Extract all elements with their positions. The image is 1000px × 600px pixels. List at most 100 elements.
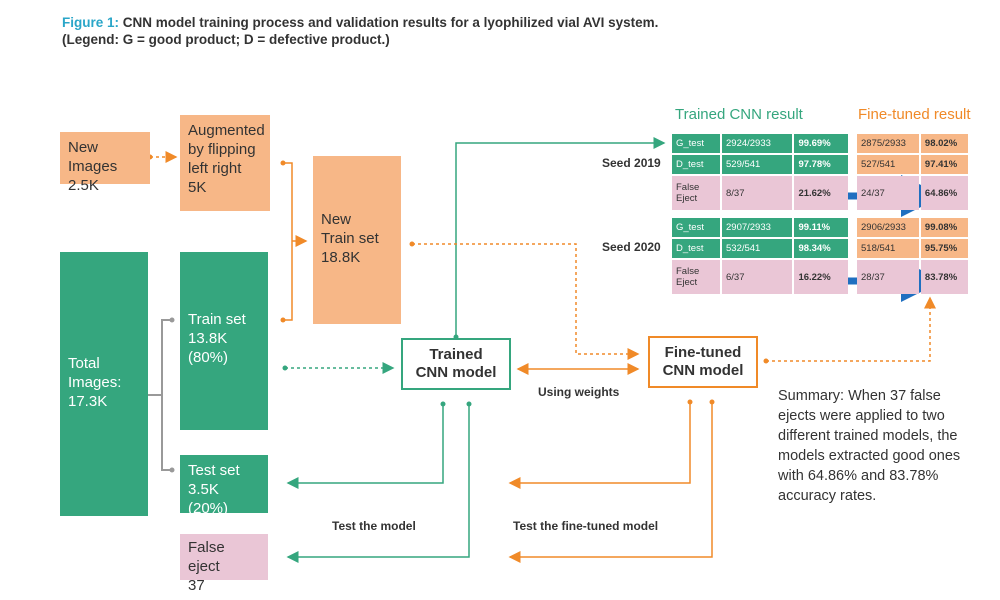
table-row: 518/541 95.75% xyxy=(857,239,968,258)
augmented-label-1: Augmented xyxy=(188,122,265,139)
new-train-count: 18.8K xyxy=(321,249,361,266)
arrow-finetuned-to-result xyxy=(766,296,936,362)
finetuned-model-label-2: CNN model xyxy=(662,362,744,379)
trained-cnn-model-box: Trained CNN model xyxy=(401,338,511,390)
augmented-box: Augmented by flipping left right 5K xyxy=(180,115,270,211)
using-weights-label: Using weights xyxy=(538,385,620,399)
total-count: 17.3K xyxy=(68,393,108,410)
false-eject-box: False eject 37 xyxy=(180,534,268,594)
table-cell: 527/541 xyxy=(857,155,919,174)
augmented-label-2: by flipping xyxy=(188,141,256,158)
arrow-trained-to-test xyxy=(286,404,444,489)
table-cell: 2907/2933 xyxy=(722,218,793,237)
figure-caption: Figure 1: CNN model training process and… xyxy=(62,14,658,48)
false-eject-label: False eject xyxy=(188,539,225,575)
table-cell: 532/541 xyxy=(722,239,793,258)
table-cell: G_test xyxy=(672,134,720,153)
table-cell: 99.08% xyxy=(920,218,968,237)
test-set-count: 3.5K (20%) xyxy=(188,481,229,517)
table-cell: 2906/2933 xyxy=(857,218,919,237)
test-set-label: Test set xyxy=(188,462,240,479)
table-cell: 24/37 xyxy=(857,176,919,210)
summary-text: Summary: When 37 false ejects were appli… xyxy=(778,388,961,504)
table-cell: 2924/2933 xyxy=(722,134,793,153)
table-cell: 64.86% xyxy=(920,176,968,210)
total-label-1: Total xyxy=(68,355,100,372)
table-cell: 21.62% xyxy=(794,176,848,210)
new-images-label: New Images xyxy=(68,139,118,175)
arrow-trained-to-false-eject xyxy=(286,404,470,563)
bracket-split xyxy=(161,319,172,471)
table-cell: 95.75% xyxy=(920,239,968,258)
train-set-percent: (80%) xyxy=(188,349,229,366)
trained-model-label-2: CNN model xyxy=(415,364,497,381)
caption-prefix: Figure 1: xyxy=(62,15,120,30)
bracket-merge xyxy=(283,162,293,321)
train-set-label: Train set xyxy=(188,311,246,328)
caption-line-2: (Legend: G = good product; D = defective… xyxy=(62,32,390,47)
table-row: 24/37 64.86% xyxy=(857,176,968,210)
new-images-box: New Images 2.5K xyxy=(60,132,150,194)
train-set-box: Train set 13.8K (80%) xyxy=(180,252,268,430)
table-row: D_test 529/541 97.78% xyxy=(672,155,848,174)
total-label-2: Images: xyxy=(68,374,122,391)
new-train-label-1: New xyxy=(321,211,352,228)
trained-model-label-1: Trained xyxy=(429,346,483,363)
table-row: G_test 2924/2933 99.69% xyxy=(672,134,848,153)
table-row: False Eject 6/37 16.22% xyxy=(672,260,848,294)
total-images-box: Total Images: 17.3K xyxy=(60,252,148,516)
table-cell: 98.02% xyxy=(920,134,968,153)
table-cell: 83.78% xyxy=(920,260,968,294)
finetuned-model-label-1: Fine-tuned xyxy=(664,344,742,361)
table-cell: 529/541 xyxy=(722,155,793,174)
table-row: 2875/2933 98.02% xyxy=(857,134,968,153)
table-cell: 28/37 xyxy=(857,260,919,294)
test-finetuned-label: Test the fine-tuned model xyxy=(513,519,659,533)
trained-result-header: Trained CNN result xyxy=(675,106,803,123)
caption-line-1: Figure 1: CNN model training process and… xyxy=(62,14,658,31)
finetuned-result-header: Fine-tuned result xyxy=(858,106,971,123)
table-cell: False Eject xyxy=(672,260,720,294)
table-row: G_test 2907/2933 99.11% xyxy=(672,218,848,237)
augmented-count: 5K xyxy=(188,179,207,196)
trained-result-table-2019: G_test 2924/2933 99.69% D_test 529/541 9… xyxy=(670,132,850,212)
table-cell: 99.69% xyxy=(794,134,848,153)
table-cell: D_test xyxy=(672,239,720,258)
table-cell: G_test xyxy=(672,218,720,237)
new-images-count: 2.5K xyxy=(68,177,99,194)
arrow-finetuned-to-false-eject xyxy=(508,402,713,563)
table-cell: 6/37 xyxy=(722,260,793,294)
arrow-trained-to-result xyxy=(455,137,666,337)
augmented-label-3: left right xyxy=(188,160,242,177)
seed-2020-label: Seed 2020 xyxy=(602,240,661,254)
finetuned-cnn-model-box: Fine-tuned CNN model xyxy=(648,336,758,388)
table-cell: 2875/2933 xyxy=(857,134,919,153)
table-cell: 99.11% xyxy=(794,218,848,237)
table-cell: 8/37 xyxy=(722,176,793,210)
test-set-box: Test set 3.5K (20%) xyxy=(180,455,268,517)
table-row: D_test 532/541 98.34% xyxy=(672,239,848,258)
table-row: 527/541 97.41% xyxy=(857,155,968,174)
table-cell: 97.41% xyxy=(920,155,968,174)
new-train-set-box: New Train set 18.8K xyxy=(313,156,401,324)
new-train-label-2: Train set xyxy=(321,230,379,247)
finetuned-result-table-2019: 2875/2933 98.02% 527/541 97.41% 24/37 64… xyxy=(855,132,970,212)
seed-2019-label: Seed 2019 xyxy=(602,156,661,170)
train-set-count: 13.8K xyxy=(188,330,228,347)
false-eject-count: 37 xyxy=(188,577,205,594)
table-cell: 98.34% xyxy=(794,239,848,258)
test-model-label: Test the model xyxy=(332,519,416,533)
arrow-finetuned-to-test xyxy=(508,402,691,489)
table-cell: 97.78% xyxy=(794,155,848,174)
finetuned-result-table-2020: 2906/2933 99.08% 518/541 95.75% 28/37 83… xyxy=(855,216,970,296)
caption-text: CNN model training process and validatio… xyxy=(122,15,659,30)
table-cell: 518/541 xyxy=(857,239,919,258)
arrow-newtrain-to-finetuned xyxy=(412,243,640,360)
trained-result-table-2020: G_test 2907/2933 99.11% D_test 532/541 9… xyxy=(670,216,850,296)
table-row: False Eject 8/37 21.62% xyxy=(672,176,848,210)
table-cell: False Eject xyxy=(672,176,720,210)
table-cell: D_test xyxy=(672,155,720,174)
table-row: 28/37 83.78% xyxy=(857,260,968,294)
table-cell: 16.22% xyxy=(794,260,848,294)
